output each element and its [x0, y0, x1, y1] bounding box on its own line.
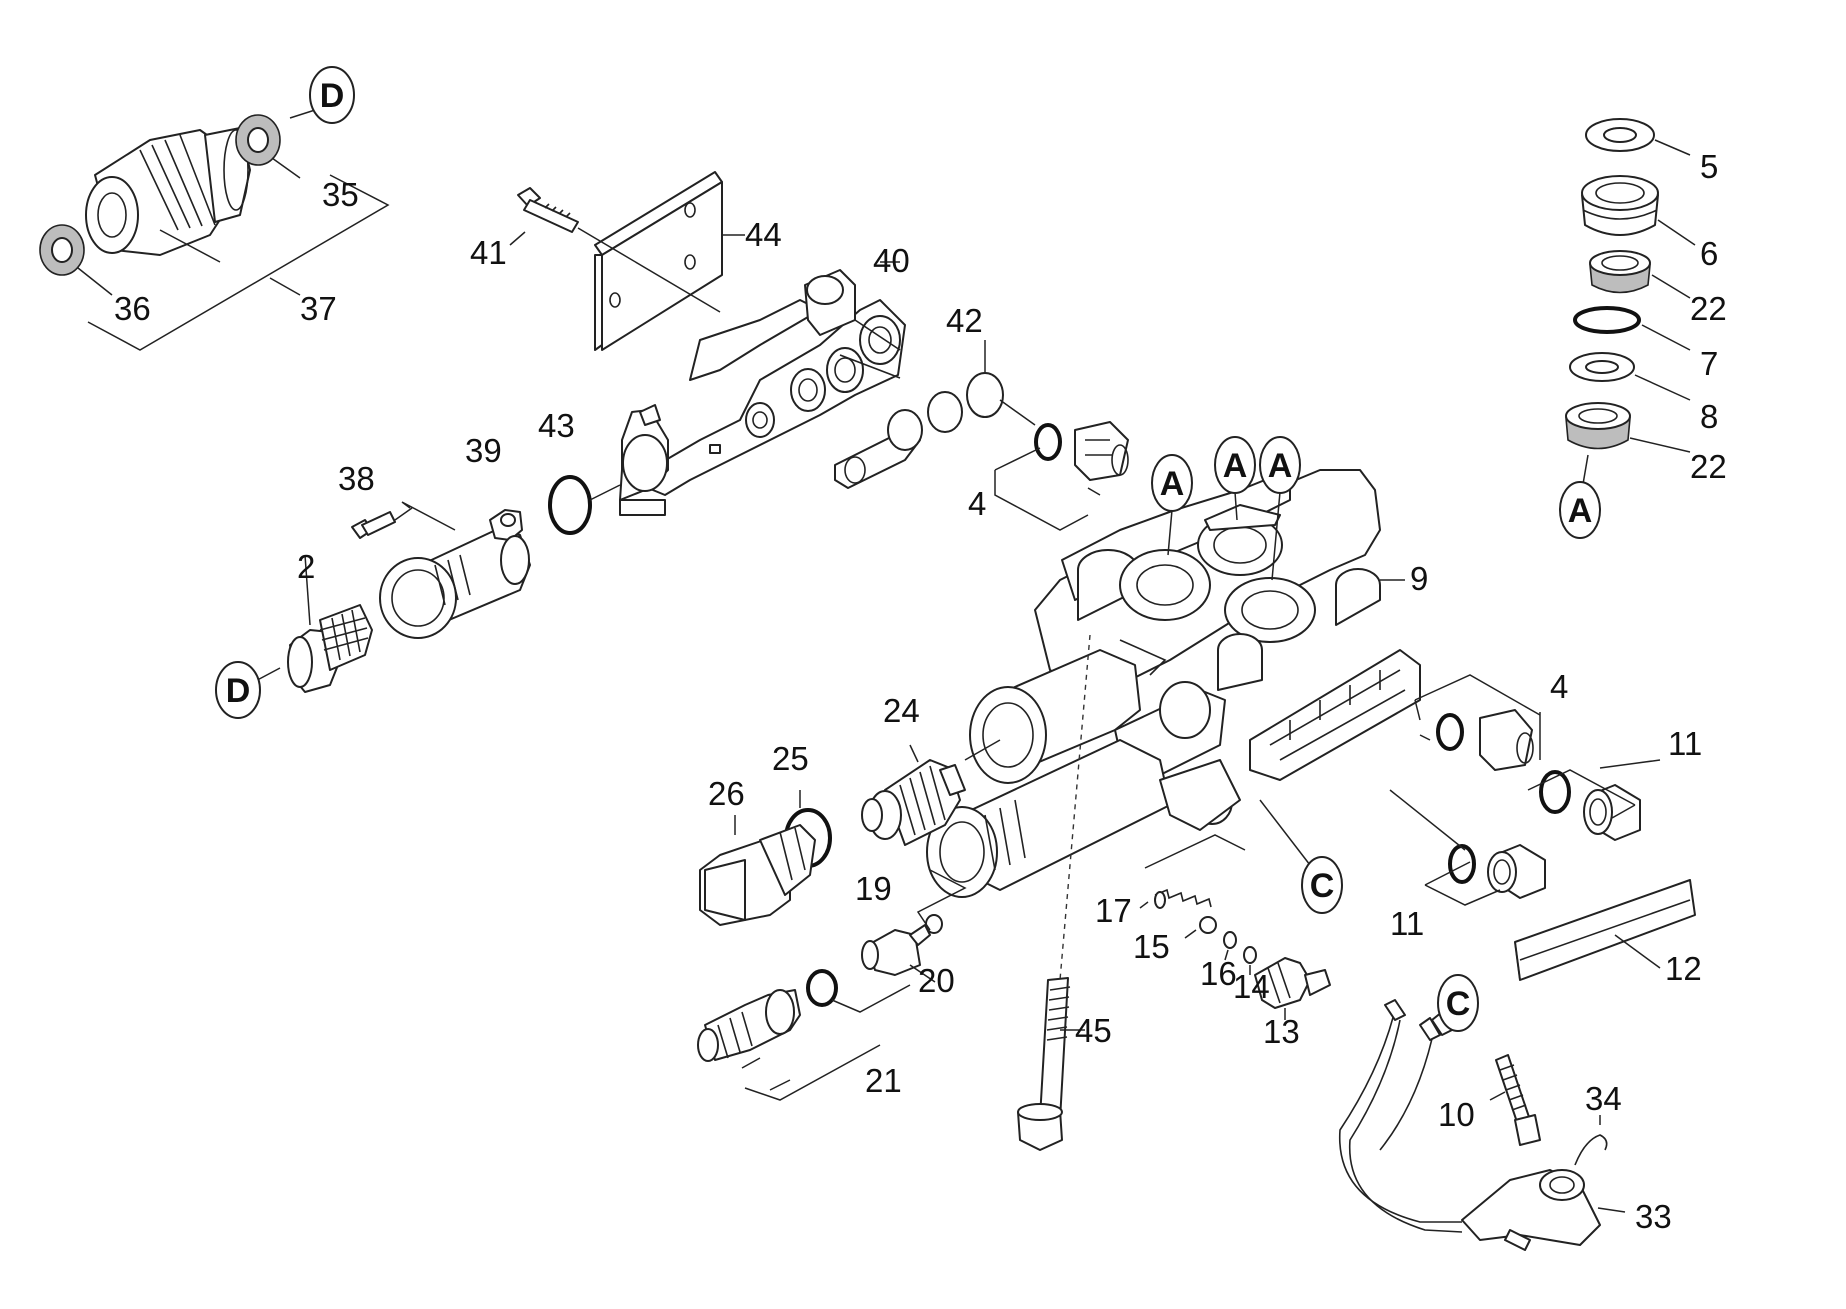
label-13: 13	[1263, 1013, 1300, 1050]
part-15-ball	[1184, 916, 1217, 939]
ref-a-1: A	[1160, 465, 1185, 503]
label-25: 25	[772, 740, 809, 777]
part-10-pressure-switch	[1489, 1054, 1541, 1146]
part-33-switch-cable	[1338, 999, 1626, 1251]
ref-marker-a-4: A	[1559, 481, 1601, 539]
label-37: 37	[300, 290, 337, 327]
label-34: 34	[1585, 1080, 1622, 1117]
part-6-seal-housing	[1581, 175, 1696, 246]
part-4-valve-lower	[1414, 674, 1541, 771]
part-38-screw	[351, 507, 413, 539]
label-17: 17	[1095, 892, 1132, 929]
label-5: 5	[1700, 148, 1718, 185]
part-17-spring	[1139, 834, 1246, 909]
part-11-plug-lower	[1389, 789, 1546, 906]
part-37-coupling-nut	[85, 127, 251, 263]
label-22-lower: 22	[1690, 448, 1727, 485]
part-11-plug-upper	[1527, 759, 1661, 841]
label-45: 45	[1075, 1012, 1112, 1049]
label-22-upper: 22	[1690, 290, 1727, 327]
leader-37	[269, 277, 301, 296]
part-8-ring	[1569, 352, 1691, 401]
label-16: 16	[1200, 955, 1237, 992]
part-19-o-ring	[916, 869, 967, 934]
label-36: 36	[114, 290, 151, 327]
part-5-seal	[1585, 118, 1691, 156]
ref-a-2: A	[1223, 447, 1248, 485]
label-42: 42	[946, 302, 983, 339]
ref-c-2: C	[1446, 985, 1471, 1023]
ref-marker-d-bottom: D	[215, 661, 261, 719]
part-34-clip	[1574, 1115, 1608, 1166]
label-4-upper: 4	[968, 485, 986, 522]
leader-d1	[289, 109, 316, 119]
part-16-o-ring	[1223, 931, 1237, 961]
label-20: 20	[918, 962, 955, 999]
ref-marker-d-top: D	[309, 66, 355, 124]
ref-c-1: C	[1310, 867, 1335, 905]
ref-marker-c-1: C	[1301, 856, 1343, 914]
part-14-o-ring	[1243, 946, 1257, 975]
part-12-cover-strip	[1514, 879, 1696, 981]
part-22-seal-upper	[1589, 250, 1691, 299]
label-35: 35	[322, 176, 359, 213]
label-33: 33	[1635, 1198, 1672, 1235]
label-26: 26	[708, 775, 745, 812]
label-11-upper: 11	[1668, 725, 1702, 762]
ref-marker-c-2: C	[1437, 974, 1479, 1032]
label-9: 9	[1410, 560, 1428, 597]
label-14: 14	[1233, 968, 1270, 1005]
part-13-fitting	[1254, 957, 1331, 1020]
label-6: 6	[1700, 235, 1718, 272]
ref-marker-a-1: A	[1151, 454, 1193, 556]
label-4-lower: 4	[1550, 668, 1568, 705]
label-24: 24	[883, 692, 920, 729]
label-7: 7	[1700, 345, 1718, 382]
part-7-o-ring	[1573, 306, 1691, 351]
part-4-valve-upper	[994, 421, 1129, 531]
group-bracket-37	[87, 174, 390, 351]
label-39: 39	[465, 432, 502, 469]
ref-d-top: D	[320, 77, 345, 115]
ref-d-bottom: D	[226, 672, 251, 710]
ref-marker-a-2: A	[1214, 436, 1256, 521]
part-21-valve-assembly	[697, 969, 911, 1101]
label-38: 38	[338, 460, 375, 497]
part-24-valve-piston	[861, 739, 1001, 846]
part-39-inlet-connector	[379, 501, 531, 639]
part-2-inlet-filter	[247, 554, 373, 693]
label-15: 15	[1133, 928, 1170, 965]
label-11-lower: 11	[1390, 905, 1424, 942]
label-40: 40	[873, 242, 910, 279]
label-10: 10	[1438, 1096, 1475, 1133]
part-40-pump-head-housing	[619, 261, 906, 516]
part-42-gasket-set	[834, 340, 1036, 489]
part-35-washer	[235, 114, 301, 179]
part-9-pipe-assembly	[926, 634, 1311, 981]
part-26-plug	[699, 815, 816, 926]
label-2: 2	[297, 548, 315, 585]
label-8: 8	[1700, 398, 1718, 435]
part-45-bolt	[1017, 977, 1085, 1151]
ref-a-4: A	[1568, 492, 1593, 530]
label-21: 21	[865, 1062, 902, 1099]
part-36-washer	[39, 224, 113, 296]
label-41: 41	[470, 234, 507, 271]
label-44: 44	[745, 216, 782, 253]
label-19: 19	[855, 870, 892, 907]
part-20-valve-seat	[861, 924, 936, 983]
part-43-o-ring	[548, 475, 621, 535]
ref-marker-a-3: A	[1259, 436, 1301, 581]
label-12: 12	[1665, 950, 1702, 987]
part-41-bolt	[509, 187, 721, 313]
label-43: 43	[538, 407, 575, 444]
ref-a-3: A	[1268, 447, 1293, 485]
part-44-mounting-bracket	[594, 171, 745, 351]
part-22-seal-lower	[1565, 402, 1691, 491]
